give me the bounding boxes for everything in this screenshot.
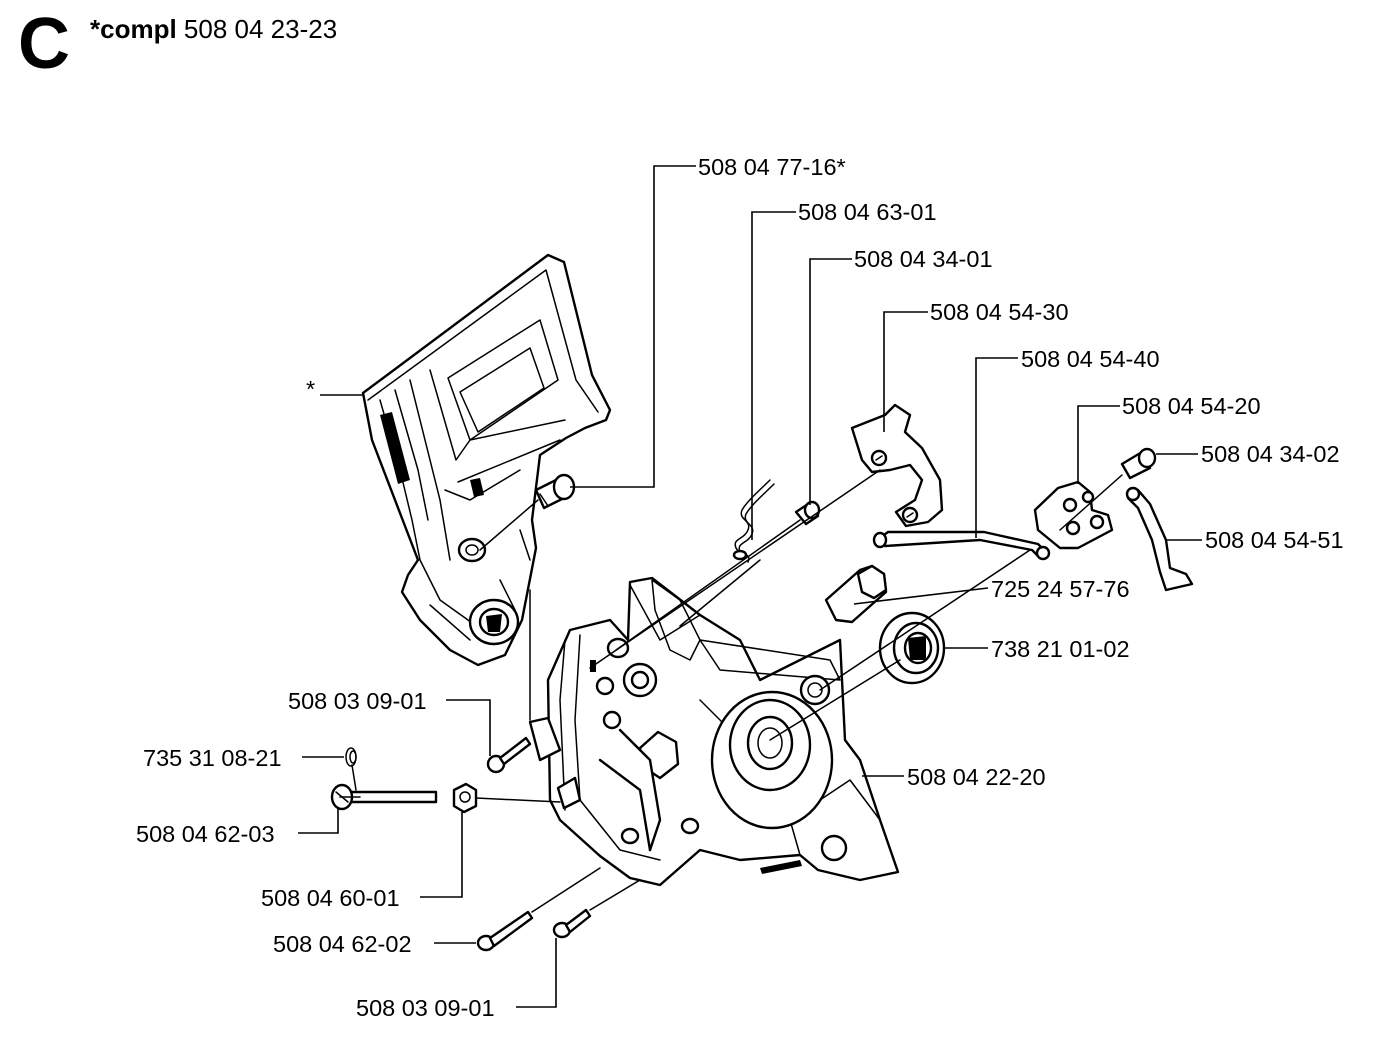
assembly-center-lines <box>339 469 1123 798</box>
part-label-lever-bracket: 508 04 54-30 <box>930 299 1069 325</box>
part-label-ball-bearing: 738 21 01-02 <box>991 636 1130 662</box>
bushing-upper-drawing[interactable] <box>794 500 821 526</box>
ball-bearing-drawing[interactable] <box>878 611 946 685</box>
part-label-cover-plate-pin: 508 04 77-16* <box>698 154 846 180</box>
part-label-crankcase-half: 508 04 22-20 <box>907 764 1046 790</box>
leader-lines <box>298 165 1202 1008</box>
nut-drawing[interactable] <box>452 782 561 814</box>
part-label-spring: 508 04 63-01 <box>798 199 937 225</box>
part-label-nut: 508 04 60-01 <box>261 885 400 911</box>
part-label-hex-sleeve: 725 24 57-76 <box>991 576 1130 602</box>
screw-lower-drawing[interactable] <box>552 879 641 939</box>
kit-prefix: *compl <box>90 14 177 44</box>
part-label-bushing-upper: 508 04 34-01 <box>854 246 993 272</box>
part-label-screw-upper: 508 03 09-01 <box>288 688 427 714</box>
part-label-circlip: 735 31 08-21 <box>143 745 282 771</box>
cover-plate-pin-drawing[interactable] <box>479 473 576 551</box>
part-label-long-screw: 508 04 62-02 <box>273 931 412 957</box>
kit-number: 508 04 23-23 <box>183 14 338 44</box>
screw-upper-drawing[interactable] <box>486 736 532 774</box>
link-rod-drawing[interactable] <box>872 530 1051 561</box>
part-label-crank-rod: 508 04 54-51 <box>1205 527 1344 553</box>
lever-bracket-drawing[interactable] <box>850 403 944 528</box>
adjusting-screw-drawing[interactable] <box>330 764 438 811</box>
part-label-adjusting-screw: 508 04 62-03 <box>136 821 275 847</box>
section-letter: C <box>18 4 70 84</box>
hex-sleeve-drawing[interactable] <box>824 564 888 624</box>
crank-rod-drawing[interactable] <box>1125 486 1194 592</box>
part-label-link-rod: 508 04 54-40 <box>1021 346 1160 372</box>
chain-brake-cover-drawing[interactable] <box>361 253 612 667</box>
bushing-right-drawing[interactable] <box>1120 447 1157 480</box>
circlip-drawing[interactable] <box>345 747 357 767</box>
crankcase-half-drawing[interactable] <box>528 576 900 887</box>
part-label-bushing-right: 508 04 34-02 <box>1201 441 1340 467</box>
part-label-chain-brake-cover: * <box>306 376 315 402</box>
part-label-lever-plate: 508 04 54-20 <box>1122 393 1261 419</box>
kit-title: *compl 508 04 23-23 <box>90 14 337 45</box>
long-screw-drawing[interactable] <box>476 867 601 952</box>
spring-drawing[interactable] <box>732 479 775 563</box>
part-label-screw-lower: 508 03 09-01 <box>356 995 495 1021</box>
lever-plate-drawing[interactable] <box>1033 480 1114 550</box>
